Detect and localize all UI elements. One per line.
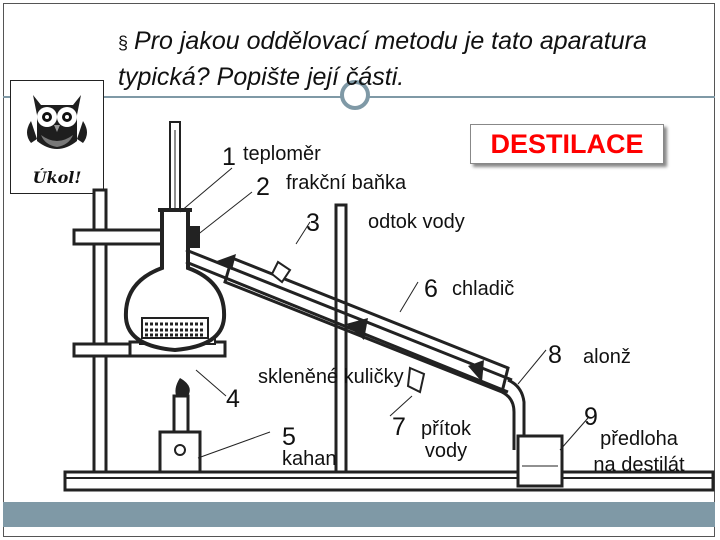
label-receiver: předloha na destilát bbox=[593, 428, 685, 476]
leader-lines bbox=[179, 167, 589, 459]
owl-icon bbox=[27, 95, 87, 149]
label-number-1: 1 bbox=[222, 143, 236, 171]
slide-frame bbox=[3, 3, 715, 537]
label-number-5: 5 bbox=[282, 423, 296, 451]
label-number-3: 3 bbox=[306, 209, 320, 237]
answer-box: DESTILACE bbox=[470, 124, 664, 164]
stand-rod-right bbox=[334, 203, 348, 474]
label-burner: kahan bbox=[282, 448, 337, 470]
condenser bbox=[185, 248, 513, 395]
label-water-outlet: odtok vody bbox=[368, 211, 465, 233]
label-number-7: 7 bbox=[392, 413, 406, 441]
bottom-bar bbox=[3, 502, 715, 527]
label-number-9: 9 bbox=[584, 403, 598, 431]
burner bbox=[158, 378, 202, 474]
label-adapter: alonž bbox=[583, 346, 631, 368]
receiver-beaker bbox=[516, 434, 564, 488]
divider-ring bbox=[340, 80, 370, 110]
title-text: Pro jakou oddělovací metodu je tato apar… bbox=[118, 27, 647, 91]
label-number-2: 2 bbox=[256, 173, 270, 201]
stand-rod-left bbox=[92, 188, 108, 474]
logo-text: Úkol! bbox=[32, 168, 82, 187]
label-number-8: 8 bbox=[548, 341, 562, 369]
fractional-flask bbox=[123, 208, 227, 353]
label-number-4: 4 bbox=[226, 385, 240, 413]
label-water-inlet: přítok vody bbox=[420, 418, 472, 462]
label-fractional-flask: frakční baňka bbox=[286, 172, 407, 194]
alonz-adapter bbox=[501, 378, 532, 450]
label-number-6: 6 bbox=[424, 275, 438, 303]
task-logo: Úkol! bbox=[10, 80, 104, 194]
slide-title: §Pro jakou oddělovací metodu je tato apa… bbox=[118, 24, 678, 94]
label-glass-beads: skleněné kuličky bbox=[258, 366, 404, 388]
bullet-icon: § bbox=[118, 33, 129, 53]
label-thermometer: teploměr bbox=[243, 143, 321, 165]
label-condenser: chladič bbox=[452, 278, 515, 300]
